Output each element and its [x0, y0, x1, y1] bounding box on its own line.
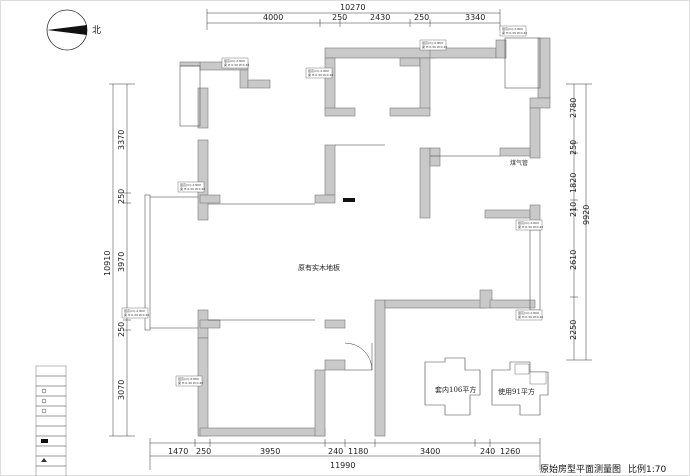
- tag-9-line-2: 梁 H:0.30 W:0.20: [518, 314, 543, 319]
- dim-bottom-seg-2: 250: [196, 447, 211, 456]
- dim-left-seg-5: 3070: [117, 380, 126, 400]
- drawing-scale: 比例1:70: [628, 463, 666, 475]
- dim-left-seg-1: 3370: [117, 130, 126, 150]
- dim-bottom-seg-3: 3950: [260, 447, 280, 456]
- title-block: 原始房型平面测量图 比例1:70: [540, 463, 666, 475]
- tag-6-line-2: 梁 H:0.30 W:0.20: [124, 312, 149, 317]
- walls: [144, 37, 551, 437]
- dim-right-total: 9920: [582, 205, 591, 225]
- dim-bottom-seg-4: 240: [328, 447, 343, 456]
- tag-5-line-1: 层高(m):2.800: [180, 182, 201, 187]
- room-label-living: 原有实木地板: [298, 263, 340, 272]
- tag-5-line-2: 梁 H:0.30 W:0.20: [180, 186, 205, 191]
- dim-right-seg-6: 2250: [569, 320, 578, 340]
- dim-right-seg-3: 1820: [569, 173, 578, 193]
- north-compass: 北: [46, 9, 101, 51]
- height-tag-4: 层高(m):2.800 梁 H:0.30 W:0.20: [499, 25, 527, 37]
- bottom-dimensions: 1470 250 3950 240 1180 3400 240 1260 119…: [149, 438, 541, 470]
- dim-left-seg-2: 250: [117, 189, 126, 204]
- tag-9-line-1: 层高(m):2.800: [518, 310, 539, 315]
- dim-bottom-seg-7: 240: [480, 447, 495, 456]
- tag-1-line-2: 梁 H:0.30 W:0.20: [224, 62, 249, 67]
- dim-right-seg-2: 250: [569, 140, 578, 155]
- height-tag-2: 层高(m):2.800 梁 H:0.30 W:0.20: [305, 67, 333, 79]
- tag-6-line-1: 层高(m):2.800: [124, 308, 145, 313]
- tag-2-line-2: 梁 H:0.30 W:0.20: [308, 72, 333, 77]
- height-tag-1: 层高(m):2.800 梁 H:0.30 W:0.20: [221, 57, 249, 69]
- tag-7-line-2: 梁 H:0.30 W:0.20: [178, 380, 203, 385]
- tag-7-line-1: 层高(m):2.800: [178, 376, 199, 381]
- windows: [150, 37, 541, 329]
- tag-4-line-2: 梁 H:0.30 W:0.20: [502, 30, 527, 35]
- symbol-legend: [35, 365, 67, 476]
- area-label-usable: 使用91平方: [498, 387, 535, 396]
- tag-4-line-1: 层高(m):2.800: [502, 26, 523, 31]
- height-tag-6: 层高(m):2.800 梁 H:0.30 W:0.20: [121, 307, 149, 319]
- dim-bottom-seg-6: 3400: [420, 447, 440, 456]
- dim-top-seg-3: 2430: [370, 13, 390, 22]
- compass-arrow-icon: [47, 25, 87, 35]
- marker-block: [343, 198, 355, 202]
- dim-bottom-seg-5: 1180: [348, 447, 368, 456]
- drawing-title: 原始房型平面测量图: [540, 463, 621, 475]
- tag-1-line-1: 层高(m):2.800: [224, 58, 245, 63]
- area-thumbnail-usable: 使用91平方: [491, 361, 549, 416]
- tag-2-line-1: 层高(m):2.800: [308, 68, 329, 73]
- dim-right-seg-1: 2780: [569, 98, 578, 118]
- tag-3-line-1: 层高(m):2.800: [422, 40, 443, 45]
- entry-door: [344, 342, 373, 371]
- height-tag-7: 层高(m):2.800 梁 H:0.30 W:0.20: [175, 375, 203, 387]
- dim-top-seg-5: 3340: [465, 13, 485, 22]
- dim-right-seg-4: 210: [569, 202, 578, 217]
- height-tag-8: 层高(m):2.800 梁 H:0.30 W:0.20: [515, 219, 543, 231]
- height-tag-9: 层高(m):2.800 梁 H:0.30 W:0.20: [515, 309, 543, 321]
- top-dimensions: 10270 4000 250 2430 250 3340: [206, 3, 501, 30]
- area-label-inner: 套内106平方: [435, 385, 476, 394]
- dim-bottom-total: 11990: [330, 461, 355, 470]
- height-tag-5: 层高(m):2.800 梁 H:0.30 W:0.20: [177, 181, 205, 193]
- height-tag-3: 层高(m):2.800 梁 H:0.30 W:0.20: [419, 39, 447, 51]
- dim-right-seg-5: 2610: [569, 250, 578, 270]
- right-dimensions: 2780 250 1820 210 2610 2250 9920: [566, 83, 592, 361]
- dim-bottom-seg-8: 1260: [500, 447, 520, 456]
- dim-bottom-seg-1: 1470: [168, 447, 188, 456]
- dim-top-total: 10270: [340, 3, 365, 12]
- tag-3-line-2: 梁 H:0.30 W:0.20: [422, 44, 447, 49]
- dim-top-seg-4: 250: [414, 13, 429, 22]
- dim-top-seg-2: 250: [332, 13, 347, 22]
- compass-label: 北: [92, 25, 101, 36]
- dim-top-seg-1: 4000: [263, 13, 283, 22]
- tag-8-line-2: 梁 H:0.30 W:0.20: [518, 224, 543, 229]
- dim-left-seg-3: 3970: [117, 252, 126, 272]
- thumbnail-outline-inner: [424, 357, 481, 416]
- left-dimensions: 3370 250 3970 250 3070 10910: [103, 83, 135, 437]
- room-label-gas-pipe: 煤气管: [510, 159, 528, 167]
- dim-left-seg-4: 250: [117, 322, 126, 337]
- tag-8-line-1: 层高(m):2.800: [518, 220, 539, 225]
- area-thumbnail-inner: 套内106平方: [424, 357, 481, 416]
- dim-left-total: 10910: [103, 251, 112, 276]
